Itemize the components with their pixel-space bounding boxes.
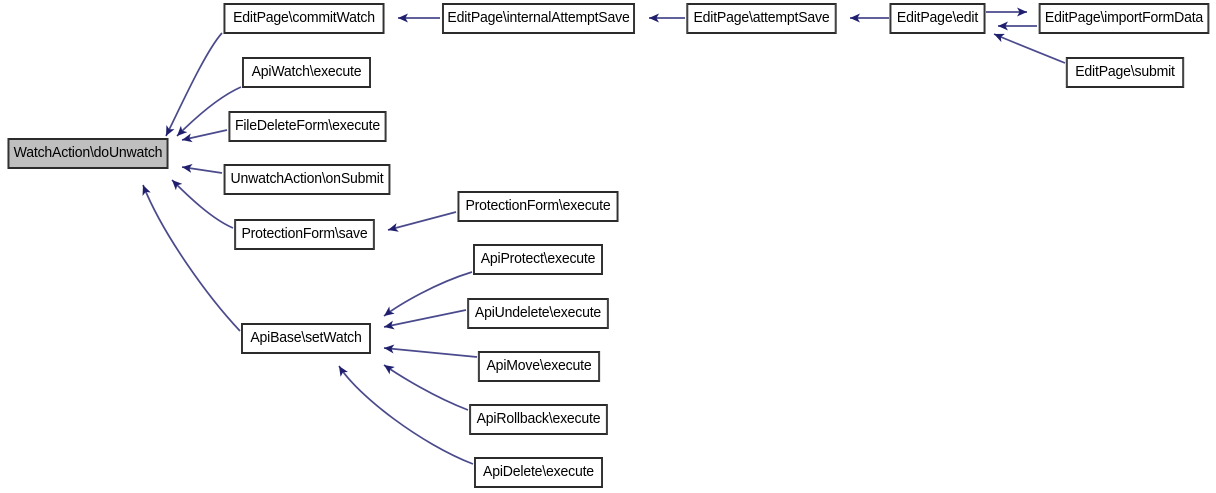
node-apidelete-execute[interactable]: ApiDelete\execute	[473, 457, 604, 488]
edge-apimove-to-setwatch	[383, 344, 478, 358]
node-editpage-commitwatch[interactable]: EditPage\commitWatch	[223, 3, 385, 34]
edge-commitwatch-to-dounwatch	[165, 32, 223, 137]
node-watchaction-dounwatch[interactable]: WatchAction\doUnwatch	[7, 138, 169, 169]
edge-unwatchaction-to-dounwatch	[181, 164, 223, 174]
node-unwatchaction-onsubmit[interactable]: UnwatchAction\onSubmit	[223, 164, 391, 195]
edge-apibasesetwatch-to-dounwatch	[142, 184, 241, 332]
node-editpage-edit[interactable]: EditPage\edit	[889, 3, 986, 34]
edge-filedeleteform-to-dounwatch	[181, 129, 228, 143]
node-editpage-internalattemptsave[interactable]: EditPage\internalAttemptSave	[441, 3, 636, 34]
node-editpage-submit[interactable]: EditPage\submit	[1065, 57, 1185, 88]
node-apimove-execute[interactable]: ApiMove\execute	[477, 351, 601, 382]
node-filedeleteform-execute[interactable]: FileDeleteForm\execute	[228, 111, 387, 142]
edge-apidelete-to-setwatch	[338, 365, 474, 465]
node-protectionform-save[interactable]: ProtectionForm\save	[234, 219, 375, 250]
node-apibase-setwatch[interactable]: ApiBase\setWatch	[241, 323, 371, 354]
node-apirollback-execute[interactable]: ApiRollback\execute	[469, 404, 608, 435]
node-apiundelete-execute[interactable]: ApiUndelete\execute	[467, 298, 609, 329]
node-protectionform-execute[interactable]: ProtectionForm\execute	[457, 191, 619, 222]
edge-submit-to-edit	[993, 33, 1066, 64]
node-editpage-attemptsave[interactable]: EditPage\attemptSave	[686, 3, 837, 34]
edge-apiprotect-to-setwatch	[383, 271, 473, 317]
node-apiwatch-execute[interactable]: ApiWatch\execute	[241, 57, 372, 88]
edge-protectionformexecute-to-protectionformsave	[387, 211, 457, 232]
edge-apiundelete-to-setwatch	[383, 309, 467, 330]
edge-apirollback-to-setwatch	[383, 364, 469, 411]
node-apiprotect-execute[interactable]: ApiProtect\execute	[473, 244, 603, 275]
node-editpage-importformdata[interactable]: EditPage\importFormData	[1038, 3, 1210, 34]
